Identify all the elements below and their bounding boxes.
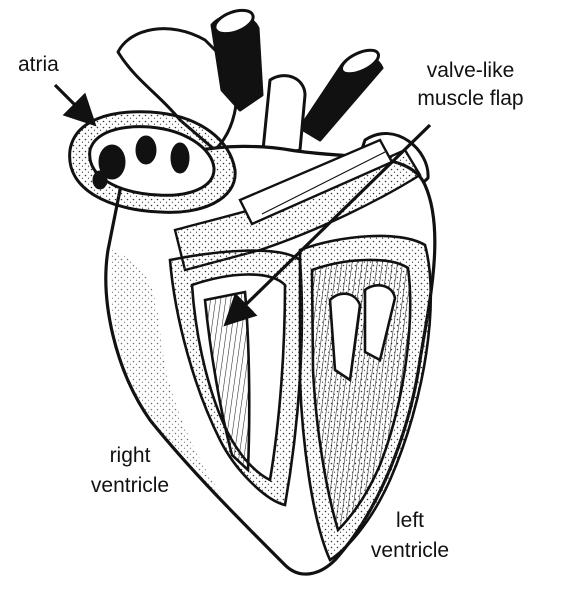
label-valve-line-2: muscle flap	[388, 86, 553, 112]
label-right-line-1: right	[70, 443, 190, 469]
label-right-line-2: ventricle	[70, 473, 190, 499]
atria-chamber-3	[172, 144, 188, 172]
label-left-line-2: ventricle	[350, 538, 470, 564]
atria-chamber-4	[94, 172, 106, 188]
label-left-line-1: left	[350, 508, 470, 534]
label-valve-line-1: valve-like	[388, 58, 553, 84]
atria-chamber-2	[137, 137, 155, 163]
label-atria: atria	[18, 52, 59, 78]
atria-arrow	[55, 85, 92, 122]
